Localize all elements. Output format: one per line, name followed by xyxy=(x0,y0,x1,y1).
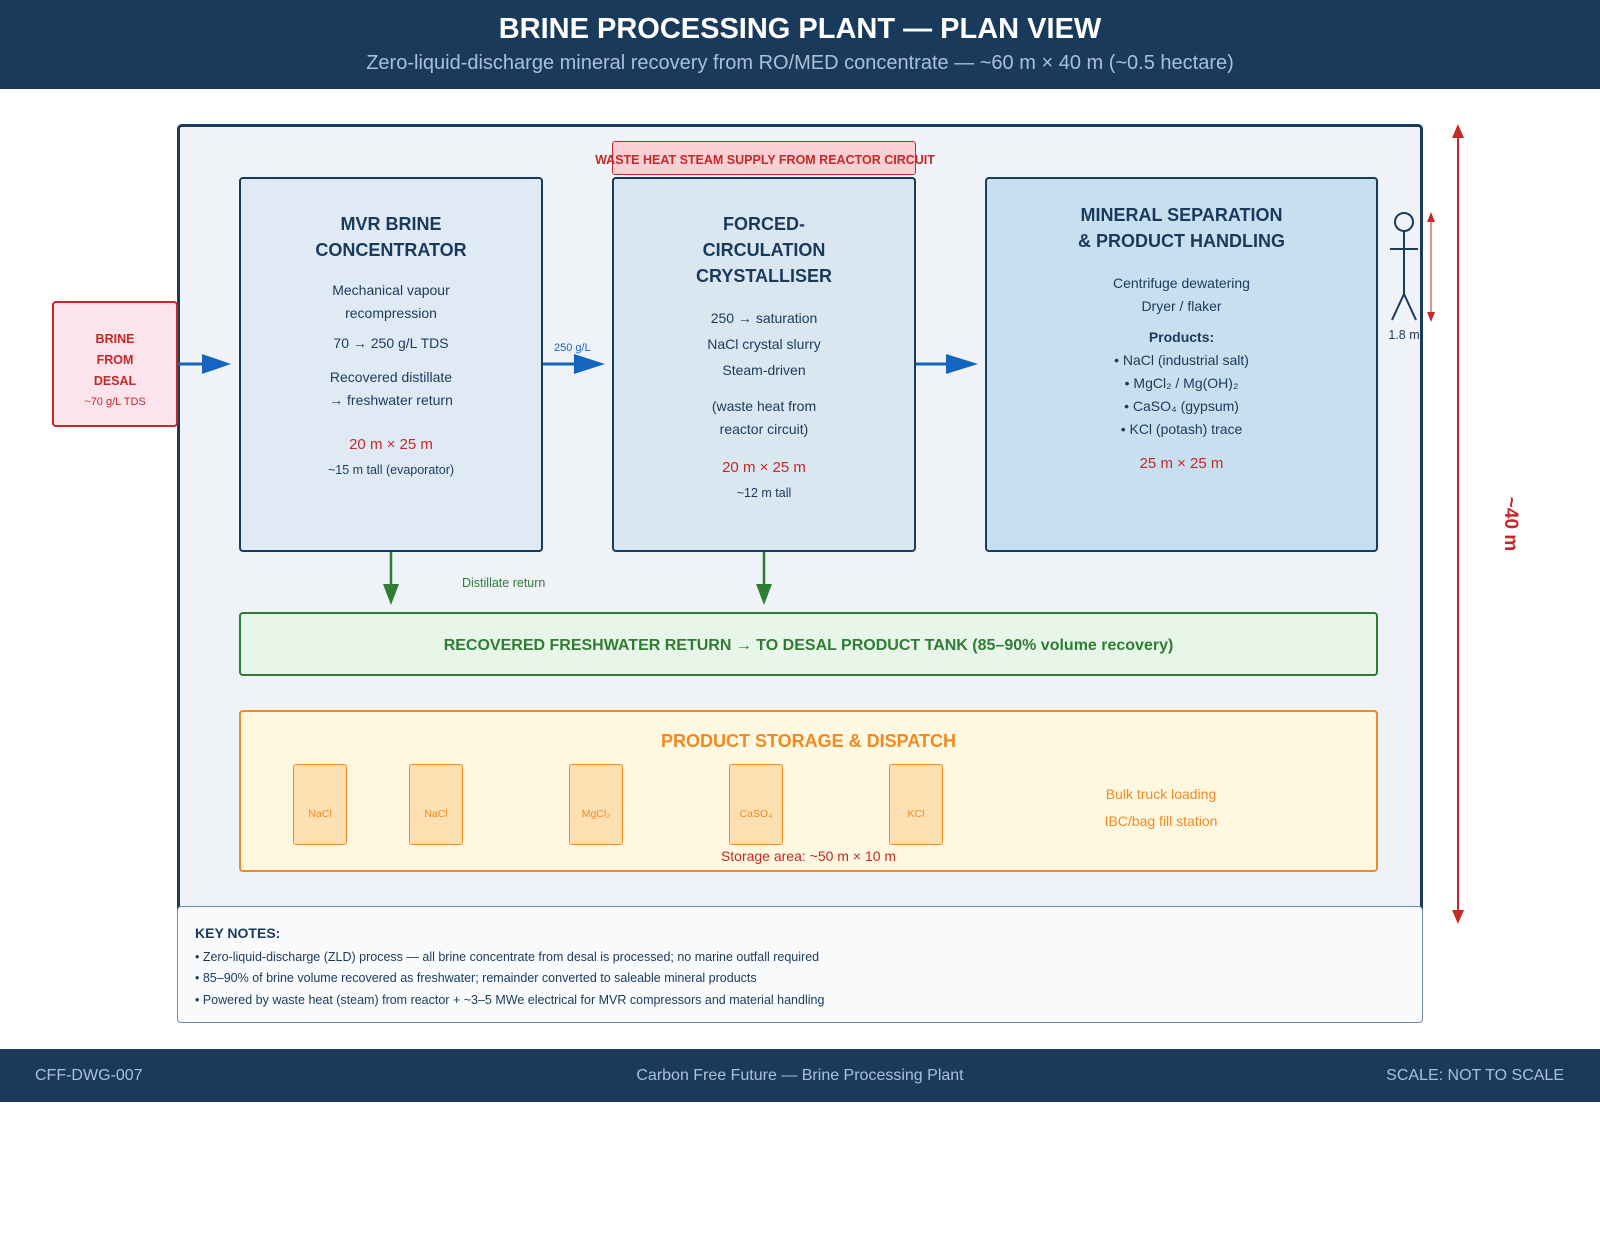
brine-input-box: BRINE FROM DESAL ~70 g/L TDS xyxy=(52,301,178,427)
mineral-sep-footprint: 25 m × 25 m xyxy=(1139,455,1224,472)
silo-label: MgCl₂ xyxy=(581,808,611,820)
person-height-dimension xyxy=(1427,212,1435,322)
distillate-return-label: Distillate return xyxy=(462,576,546,590)
key-notes-panel: KEY NOTES: • Zero-liquid-discharge (ZLD)… xyxy=(177,906,1423,1023)
silo-kcl: KCl xyxy=(889,764,943,845)
page-subtitle: Zero-liquid-discharge mineral recovery f… xyxy=(366,52,1234,74)
crystalliser-line-2: NaCl crystal slurry xyxy=(707,336,821,352)
steam-supply-banner: WASTE HEAT STEAM SUPPLY FROM REACTOR CIR… xyxy=(595,141,935,175)
crystalliser-heat-line-2: reactor circuit) xyxy=(719,421,809,437)
silo-mgcl2: MgCl₂ xyxy=(569,764,623,845)
crystalliser-title-line-1: FORCED- xyxy=(723,214,805,234)
crystalliser-line-1: 250 → saturation xyxy=(710,310,818,326)
storage-area-dimension: Storage area: ~50 m × 10 m xyxy=(720,848,897,864)
mineral-sep-title-line-1: MINERAL SEPARATION xyxy=(1080,205,1283,225)
mvr-desc-line-2: recompression xyxy=(345,305,437,321)
crystalliser-title-line-2: CIRCULATION xyxy=(702,240,826,260)
crystalliser-heat-line-1: (waste heat from xyxy=(711,398,817,414)
brine-tds: ~70 g/L TDS xyxy=(84,396,146,408)
mvr-title-line-1: MVR BRINE xyxy=(340,214,442,234)
header-bar: BRINE PROCESSING PLANT — PLAN VIEW Zero-… xyxy=(0,0,1600,89)
key-note-item: • Zero-liquid-discharge (ZLD) process — … xyxy=(195,950,820,964)
mvr-height: ~15 m tall (evaporator) xyxy=(327,463,455,477)
crystalliser-title-line-3: CRYSTALLISER xyxy=(695,266,832,286)
silo-label: NaCl xyxy=(424,808,448,820)
product-storage-area: PRODUCT STORAGE & DISPATCH NaCl NaCl MgC… xyxy=(239,710,1378,872)
footer-title: Carbon Free Future — Brine Processing Pl… xyxy=(636,1067,964,1084)
mineral-sep-line-2: Dryer / flaker xyxy=(1141,298,1222,314)
silo-nacl: NaCl xyxy=(293,764,347,845)
person-height-label: 1.8 m xyxy=(1388,328,1420,342)
flow-label-250: 250 g/L xyxy=(554,342,591,354)
mineral-sep-line-1: Centrifuge dewatering xyxy=(1113,275,1250,291)
page-title: BRINE PROCESSING PLANT — PLAN VIEW xyxy=(498,13,1102,45)
depth-dimension-line xyxy=(1452,124,1464,924)
mineral-sep-title-line-2: & PRODUCT HANDLING xyxy=(1078,231,1285,251)
storage-title: PRODUCT STORAGE & DISPATCH xyxy=(660,731,956,751)
product-item: • NaCl (industrial salt) xyxy=(1114,352,1249,368)
flow-arrow-crystalliser-to-separation xyxy=(916,354,978,374)
key-note-item: • Powered by waste heat (steam) from rea… xyxy=(195,993,825,1007)
mvr-distillate-line-1: Recovered distillate xyxy=(329,369,453,385)
product-item: • CaSO₄ (gypsum) xyxy=(1124,398,1239,414)
mvr-distillate-line-2: → freshwater return xyxy=(329,392,453,408)
steam-supply-label: WASTE HEAT STEAM SUPPLY FROM REACTOR CIR… xyxy=(595,153,935,167)
distillate-arrow-crystalliser xyxy=(756,552,772,605)
products-label: Products: xyxy=(1148,329,1215,345)
silo-label: KCl xyxy=(907,808,925,820)
mineral-separation-box: MINERAL SEPARATION & PRODUCT HANDLING Ce… xyxy=(985,177,1378,552)
bulk-truck-loading: Bulk truck loading xyxy=(1105,786,1217,802)
key-note-item: • 85–90% of brine volume recovered as fr… xyxy=(195,971,757,985)
product-item: • MgCl₂ / Mg(OH)₂ xyxy=(1124,375,1239,391)
freshwater-return-bar: RECOVERED FRESHWATER RETURN → TO DESAL P… xyxy=(239,612,1378,676)
ibc-bag-fill-station: IBC/bag fill station xyxy=(1104,813,1218,829)
person-scale-icon xyxy=(1390,212,1418,321)
product-item: • KCl (potash) trace xyxy=(1120,421,1243,437)
crystalliser-line-3: Steam-driven xyxy=(722,362,806,378)
brine-label-line-2: FROM xyxy=(96,353,134,367)
mvr-footprint: 20 m × 25 m xyxy=(349,436,433,453)
crystalliser-box: FORCED- CIRCULATION CRYSTALLISER 250 → s… xyxy=(612,177,916,552)
brine-label-line-1: BRINE xyxy=(95,332,135,346)
silo-label: CaSO₄ xyxy=(739,808,773,820)
crystalliser-height: ~12 m tall xyxy=(736,486,792,500)
scale-note: SCALE: NOT TO SCALE xyxy=(1386,1067,1564,1084)
distillate-arrow-mvr xyxy=(383,552,399,605)
footer-bar: CFF-DWG-007 Carbon Free Future — Brine P… xyxy=(0,1049,1600,1102)
mvr-desc-line-1: Mechanical vapour xyxy=(332,282,450,298)
freshwater-return-label: RECOVERED FRESHWATER RETURN → TO DESAL P… xyxy=(443,637,1174,654)
depth-dimension-label: ~40 m xyxy=(1500,496,1521,552)
crystalliser-footprint: 20 m × 25 m xyxy=(722,459,806,476)
silo-label: NaCl xyxy=(308,808,332,820)
silo-nacl: NaCl xyxy=(409,764,463,845)
drawing-number: CFF-DWG-007 xyxy=(35,1067,143,1084)
key-notes-title: KEY NOTES: xyxy=(195,925,281,941)
silo-caso4: CaSO₄ xyxy=(729,764,783,845)
mvr-concentrator-box: MVR BRINE CONCENTRATOR Mechanical vapour… xyxy=(239,177,543,552)
flow-arrow-mvr-to-crystalliser xyxy=(543,354,605,374)
brine-label-line-3: DESAL xyxy=(93,374,137,388)
mvr-tds: 70 → 250 g/L TDS xyxy=(333,335,449,351)
mvr-title-line-2: CONCENTRATOR xyxy=(315,240,467,260)
flow-arrow-brine-to-mvr xyxy=(178,354,231,374)
